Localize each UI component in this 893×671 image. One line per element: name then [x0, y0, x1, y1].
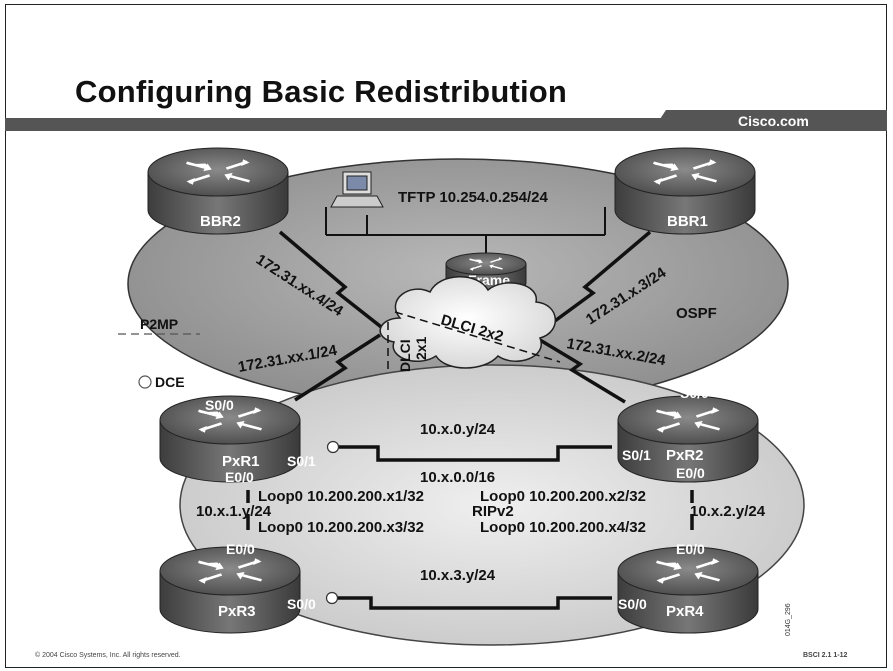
net-0-label: 10.x.0.y/24	[420, 421, 496, 438]
tftp-server-icon	[330, 171, 384, 208]
slide-title: Configuring Basic Redistribution	[75, 74, 568, 109]
serial-link-r1-r2	[333, 445, 612, 462]
bbr1-label: BBR1	[667, 213, 708, 230]
net-1-label: 10.x.1.y/24	[196, 503, 272, 520]
loop-x4-label: Loop0 10.200.200.x4/32	[480, 519, 646, 536]
router-pxr2-icon	[617, 395, 759, 483]
pxr2-label: PxR2	[666, 447, 704, 464]
rip-label: RIPv2	[472, 503, 514, 520]
dce-pxr1-icon	[326, 440, 340, 454]
loop-x1-label: Loop0 10.200.200.x1/32	[258, 488, 424, 505]
loop-x2-label: Loop0 10.200.200.x2/32	[480, 488, 646, 505]
slide-frame	[5, 4, 887, 668]
brand-tab	[652, 110, 887, 131]
pxr4-s00-label: S0/0	[618, 596, 647, 612]
net-2-label: 10.x.2.y/24	[690, 503, 766, 520]
dce-legend-icon	[138, 375, 152, 389]
pxr4-label: PxR4	[666, 603, 704, 620]
router-bbr1-icon	[614, 147, 756, 235]
copyright: © 2004 Cisco Systems, Inc. All rights re…	[35, 652, 181, 659]
pxr4-e00-label: E0/0	[676, 541, 705, 557]
frame-relay-cloud	[379, 276, 557, 369]
router-bbr2-icon	[147, 147, 289, 235]
cisco-brand: Cisco.com	[738, 113, 809, 129]
tftp-label: TFTP 10.254.0.254/24	[398, 189, 548, 206]
dlci-dash-2x2	[394, 311, 561, 363]
figure-id: 014G_296	[785, 603, 792, 636]
tftp-lan	[325, 207, 606, 255]
pxr1-label: PxR1	[222, 453, 260, 470]
pxr3-e00-label: E0/0	[226, 541, 255, 557]
pxr2-e00-label: E0/0	[676, 465, 705, 481]
pxr2-s01-label: S0/1	[622, 447, 651, 463]
course-code: BSCI 2.1 1-12	[803, 652, 848, 659]
pxr3-label: PxR3	[218, 603, 256, 620]
dlci-2x1-label-a: DLCI	[397, 339, 413, 372]
loop-x3-label: Loop0 10.200.200.x3/32	[258, 519, 424, 536]
serial-link-r3-r4	[332, 596, 612, 610]
dce-label: DCE	[155, 374, 185, 390]
dce-pxr3-icon	[325, 591, 339, 605]
p2mp-label: P2MP	[140, 316, 178, 332]
pxr2-s00-label: S0/0	[680, 385, 709, 401]
router-pxr3-icon	[159, 546, 301, 634]
bbr2-label: BBR2	[200, 213, 241, 230]
net-3-label: 10.x.3.y/24	[420, 567, 496, 584]
router-pxr4-icon	[617, 546, 759, 634]
ethernet-stubs	[246, 490, 694, 530]
pxr1-e00-label: E0/0	[225, 469, 254, 485]
router-pxr1-icon	[159, 395, 301, 483]
net-summary-label: 10.x.0.0/16	[420, 469, 495, 486]
pxr1-s01-label: S0/1	[287, 453, 316, 469]
pxr1-s00-label: S0/0	[205, 397, 234, 413]
wan-links	[278, 230, 652, 404]
dlci-2x1-label-b: 2x1	[413, 336, 429, 360]
ospf-label: OSPF	[676, 305, 717, 322]
pxr3-s00-label: S0/0	[287, 596, 316, 612]
